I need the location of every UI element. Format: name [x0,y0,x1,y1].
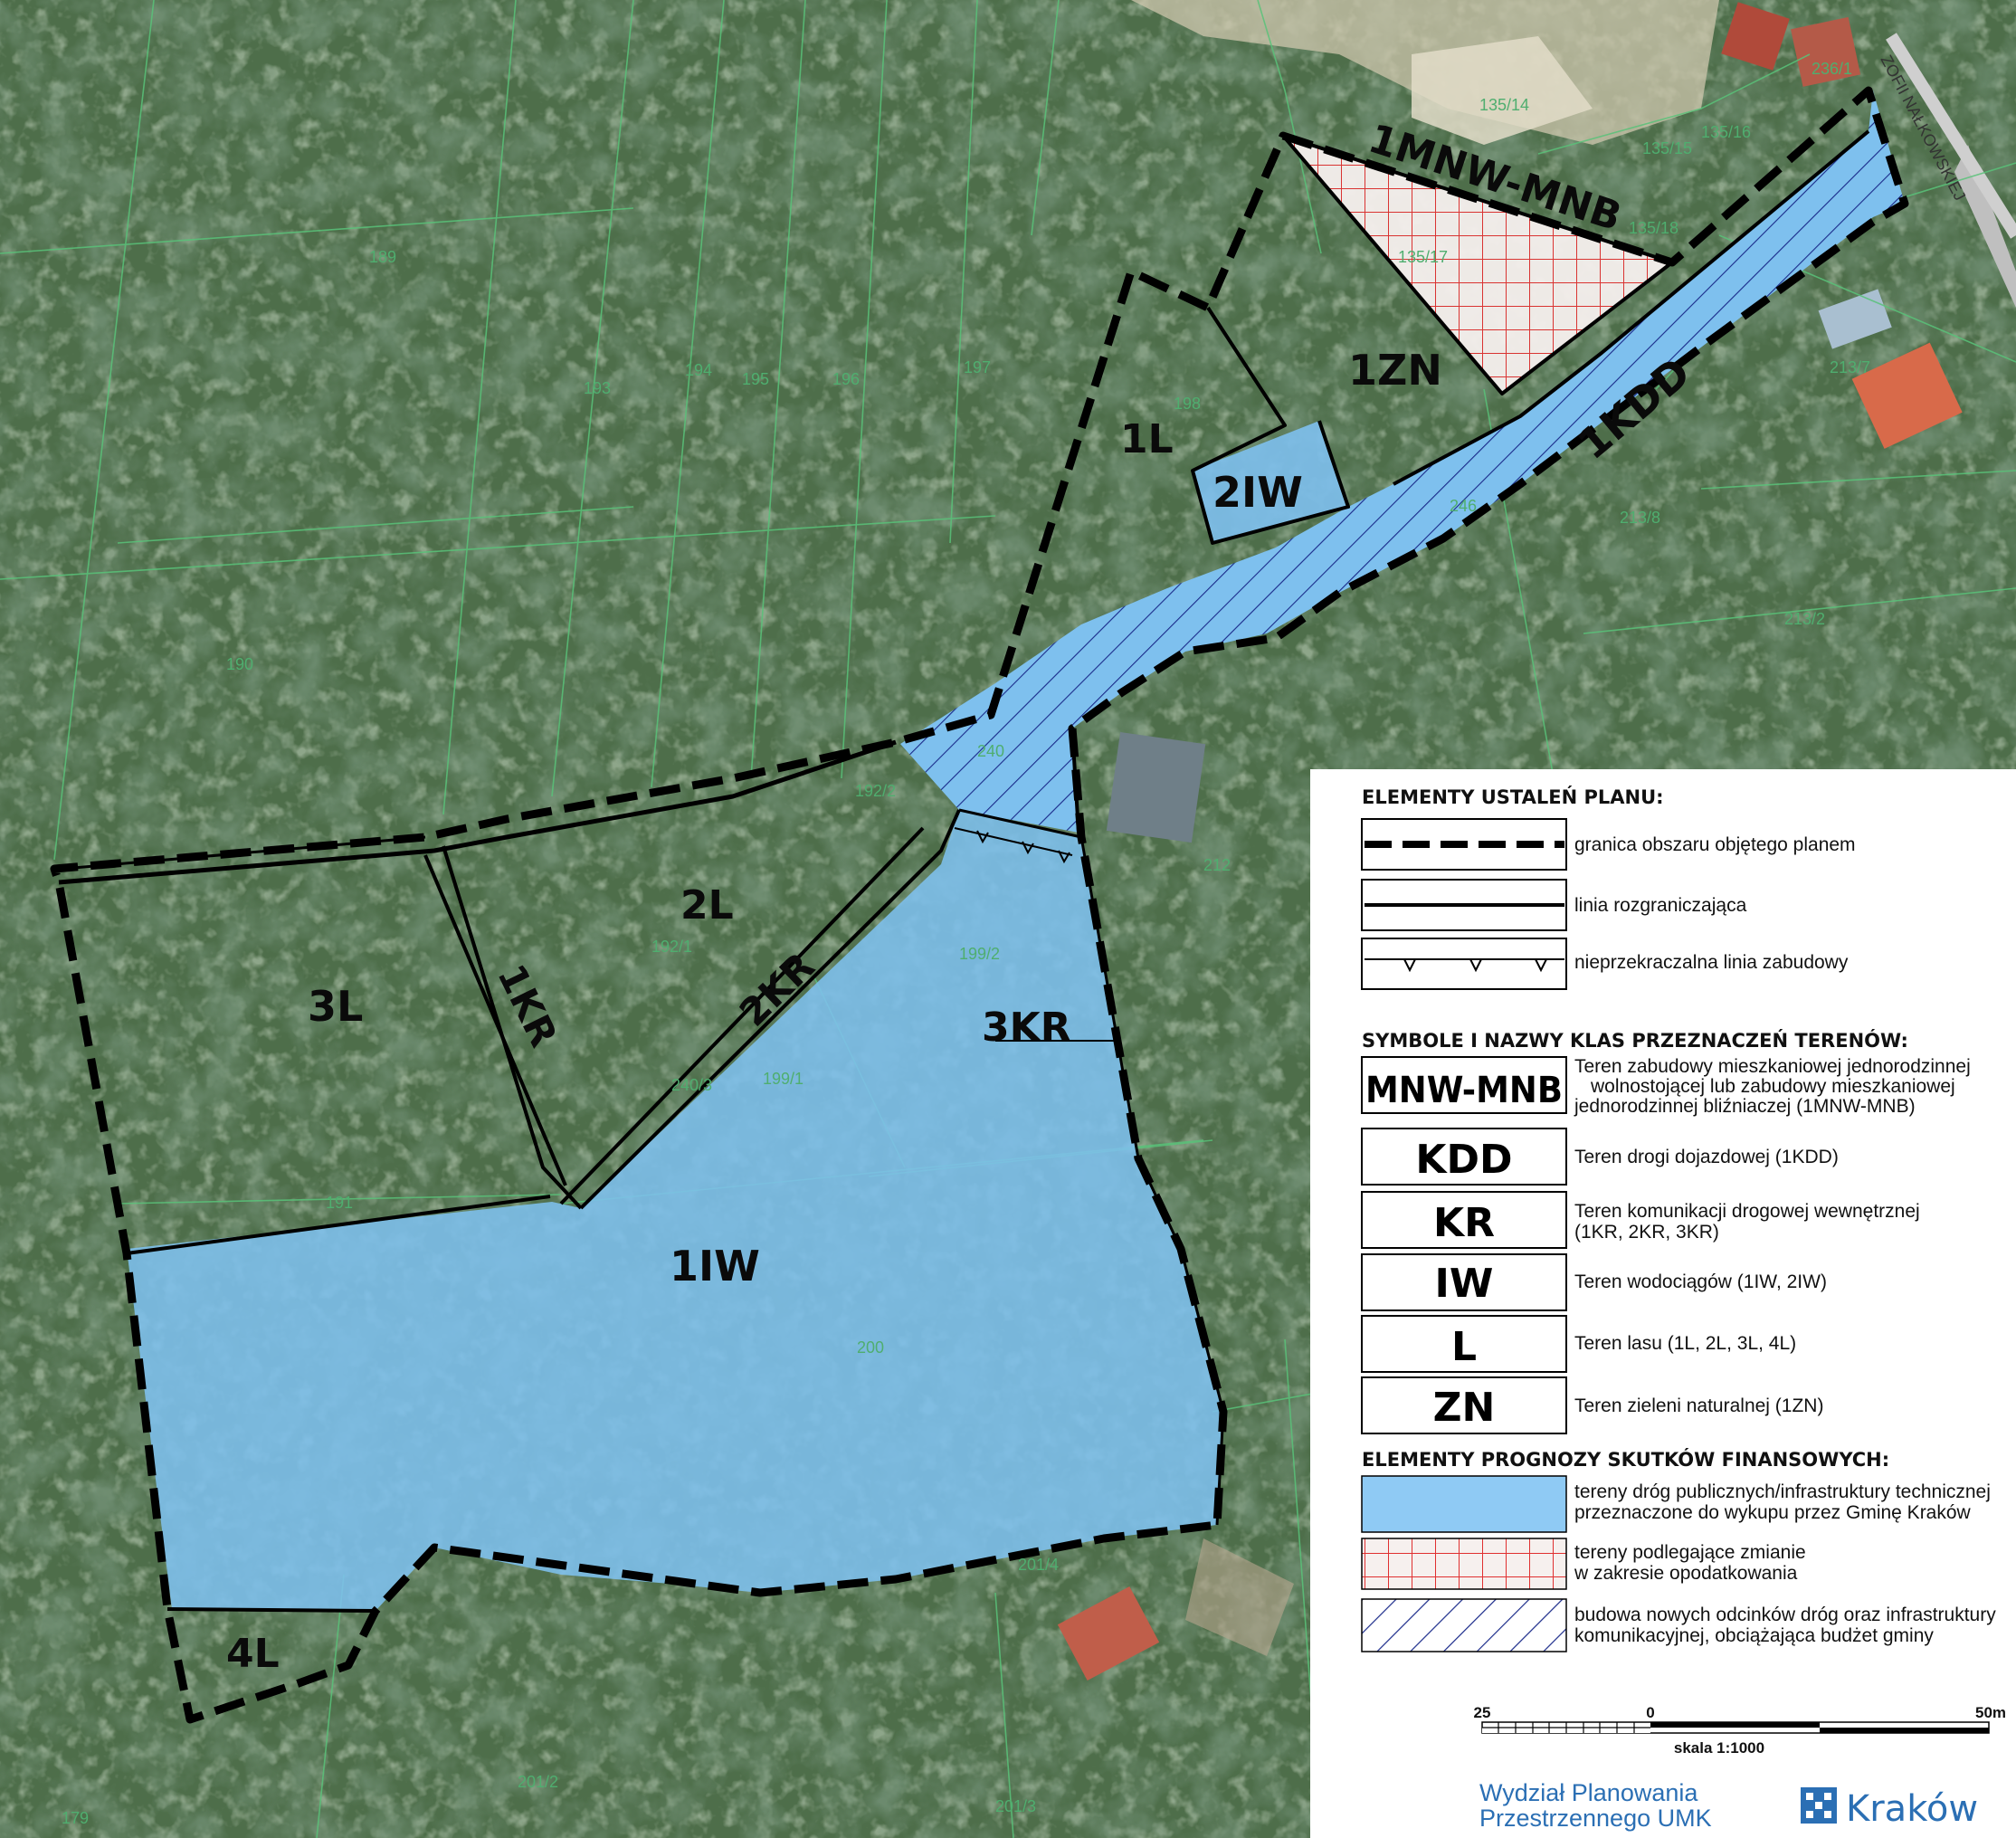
legend-sym-kr: KR [1433,1200,1495,1246]
parcel-212: 212 [1203,856,1231,874]
legend-building-label: nieprzekraczalna linia zabudowy [1574,952,1849,973]
svg-text:50m: 50m [1975,1704,2006,1721]
label-1iw: 1IW [670,1242,760,1290]
parcel-192-2: 192/2 [855,782,896,800]
parcel-193: 193 [584,379,611,397]
dept-name-line2: Przestrzennego UMK [1479,1805,1712,1832]
legend-divide-label: linia rozgraniczająca [1574,895,1747,916]
legend-sym-mnw: MNW-MNB [1365,1070,1563,1111]
legend-desc-mnw-1: Teren zabudowy mieszkaniowej jednorodzin… [1574,1056,1971,1077]
legend-desc-kdd: Teren drogi dojazdowej (1KDD) [1574,1147,1839,1167]
parcel-196: 196 [832,370,860,388]
parcel-135-15: 135/15 [1642,139,1692,157]
city-name: Kraków [1846,1788,1978,1830]
label-3l: 3L [308,982,363,1031]
legend-boundary-label: granica obszaru objętego planem [1574,834,1856,855]
parcel-191: 191 [326,1194,353,1212]
plan-boundary [50,86,1909,1724]
dept-name-line1: Wydział Planowania [1479,1779,1698,1806]
legend-sym-iw: IW [1435,1261,1494,1307]
zone-1mnw-fill [1283,136,1672,394]
parcel-179: 179 [62,1809,89,1827]
building-line [954,827,1073,864]
parcel-190: 190 [226,655,253,673]
parcel-197: 197 [964,358,991,376]
label-2l: 2L [680,882,734,929]
parcel-numbers: 189 193 194 195 196 197 198 190 191 192/… [62,60,1870,1827]
parcel-135-17: 135/17 [1398,248,1448,266]
parcel-201-2: 201/2 [518,1773,558,1791]
zone-fills [127,90,1905,1611]
zone-1kdd-fill [900,90,1905,833]
legend-desc-mnw-3: jednorodzinnej bliźniaczej (1MNW-MNB) [1574,1096,1916,1117]
parcel-213-2: 213/2 [1784,610,1825,628]
legend-heading-plan: ELEMENTY USTALEŃ PLANU: [1362,786,1664,808]
legend-sym-l: L [1451,1324,1477,1370]
parcel-192-1: 192/1 [651,938,692,956]
parcel-135-18: 135/18 [1629,219,1678,237]
label-3kr: 3KR [982,1005,1071,1051]
zone-1iw-fill [127,810,1223,1611]
legend-fin1-b: przeznaczone do wykupu przez Gminę Krakó… [1574,1502,1972,1523]
parcel-135-14: 135/14 [1479,96,1529,114]
legend-desc-kr-2: (1KR, 2KR, 3KR) [1574,1222,1719,1243]
parcel-194: 194 [685,361,712,379]
legend-desc-kr-1: Teren komunikacji drogowej wewnętrznej [1574,1201,1920,1222]
legend-heading-symbols: SYMBOLE I NAZWY KLAS PRZEZNACZEŃ TERENÓW… [1362,1029,1908,1052]
legend-fin2-a: tereny podlegające zmianie [1574,1542,1806,1563]
parcel-240-3: 240/3 [671,1076,712,1094]
label-4l: 4L [226,1631,280,1677]
parcel-213-7: 213/7 [1830,358,1870,376]
label-2iw: 2IW [1212,468,1303,517]
legend-fin3-b: komunikacyjnej, obciążająca budżet gminy [1574,1625,1934,1646]
svg-text:25: 25 [1474,1704,1491,1721]
legend-panel: ELEMENTY USTALEŃ PLANU: granica obszaru … [1310,769,2016,1838]
parcel-201-3: 201/3 [995,1797,1036,1815]
parcel-135-16: 135/16 [1701,123,1751,141]
parcel-198: 198 [1174,395,1201,413]
parcel-201-4: 201/4 [1018,1556,1059,1574]
zone-2iw-fill [1193,421,1348,543]
krakow-logo-icon [1801,1787,1837,1824]
parcel-189: 189 [369,248,396,266]
label-1zn: 1ZN [1348,346,1442,395]
svg-text:0: 0 [1646,1704,1654,1721]
legend-desc-mnw-2: wolnostojącej lub zabudowy mieszkaniowej [1590,1076,1955,1097]
parcel-199-2: 199/2 [959,945,1000,963]
legend-desc-l: Teren lasu (1L, 2L, 3L, 4L) [1574,1333,1796,1354]
parcel-199-1: 199/1 [763,1070,804,1088]
legend-desc-zn: Teren zieleni naturalnej (1ZN) [1574,1395,1823,1416]
parcel-195: 195 [742,370,769,388]
legend-sym-zn: ZN [1433,1385,1496,1431]
parcel-246: 246 [1450,497,1477,515]
parcel-236: 236/1 [1812,60,1852,78]
legend-desc-iw: Teren wodociągów (1IW, 2IW) [1574,1271,1827,1292]
legend-fin1-a: tereny dróg publicznych/infrastruktury t… [1574,1481,1991,1502]
legend-fin3-a: budowa nowych odcinków dróg oraz infrast… [1574,1605,1996,1625]
zone-boundaries [58,129,1870,1613]
label-1l: 1L [1120,416,1174,462]
legend-sym-kdd: KDD [1415,1137,1512,1183]
legend-fin2-b: w zakresie opodatkowania [1574,1563,1798,1584]
scale-bar: 25 0 50m skala 1:1000 [1474,1704,2006,1757]
parcel-200: 200 [857,1338,884,1357]
parcel-240: 240 [977,742,1004,760]
legend-heading-finance: ELEMENTY PROGNOZY SKUTKÓW FINANSOWYCH: [1362,1448,1889,1471]
parcel-213-8: 213/8 [1620,509,1660,527]
scale-label: skala 1:1000 [1674,1739,1764,1757]
